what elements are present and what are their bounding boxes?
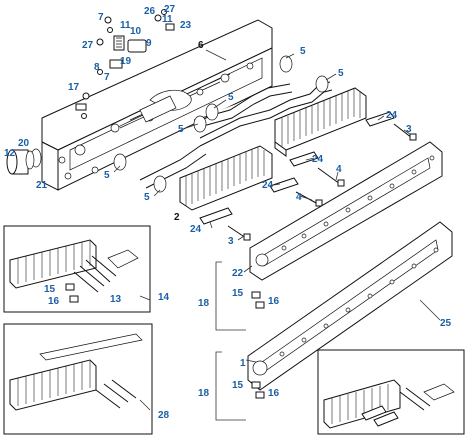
callout-13: 13 [110, 294, 122, 305]
callout-24-lower: 24 [190, 224, 202, 235]
kit-panel-14 [3, 225, 151, 313]
callout-1: 1 [240, 358, 246, 369]
callout-23: 23 [180, 20, 192, 31]
gasket-22 [249, 141, 443, 281]
callout-27-left: 27 [82, 40, 94, 51]
callout-9: 9 [146, 38, 152, 49]
relief-valve-fittings [75, 9, 175, 119]
callout-4-b: 4 [296, 192, 302, 203]
callout-16-b: 16 [268, 388, 280, 399]
callout-20: 20 [18, 138, 30, 149]
callout-labels: 26 27 7 11 11 23 10 9 27 6 19 8 7 17 5 5… [4, 4, 452, 421]
callout-18-a: 18 [198, 298, 210, 309]
callout-11-left: 11 [120, 20, 131, 31]
callout-17: 17 [68, 82, 80, 93]
leader-lines [113, 49, 441, 411]
kit-panel-28 [3, 323, 153, 435]
callout-15-b: 15 [232, 380, 244, 391]
callout-16-panel: 16 [48, 296, 60, 307]
callout-28: 28 [158, 410, 170, 421]
callout-4-a: 4 [336, 164, 342, 175]
cooler-core-upper [274, 87, 367, 157]
cooler-core-lower [179, 145, 273, 211]
filter-plug-assembly [6, 148, 42, 175]
callout-7-mid: 7 [104, 72, 110, 83]
callout-5-c: 5 [228, 92, 234, 103]
callout-5-a: 5 [300, 46, 306, 57]
callout-16-a: 16 [268, 296, 280, 307]
callout-24-b: 24 [312, 154, 324, 165]
callout-3-a: 3 [406, 124, 412, 135]
oil-cooler-housing [41, 19, 273, 191]
callout-18-b: 18 [198, 388, 210, 399]
callout-5-e: 5 [104, 170, 110, 181]
callout-5-b: 5 [338, 68, 344, 79]
callout-5-f: 5 [144, 192, 150, 203]
callout-14: 14 [158, 292, 170, 303]
callout-27-top: 27 [164, 4, 176, 15]
callout-24-c: 24 [262, 180, 274, 191]
callout-15-panel: 15 [44, 284, 56, 295]
callout-25: 25 [440, 318, 452, 329]
callout-26: 26 [144, 6, 156, 17]
callout-6: 6 [198, 40, 204, 51]
callout-8-top: 8 [94, 62, 100, 73]
plugs-15-16 [251, 291, 265, 399]
callout-15-a: 15 [232, 288, 244, 299]
callout-2: 2 [174, 212, 180, 223]
group-brackets [215, 261, 246, 421]
oil-transfer-tubes [113, 55, 333, 193]
gasket-25 [247, 221, 453, 391]
callout-24-a: 24 [386, 110, 398, 121]
callout-10: 10 [130, 26, 142, 37]
callout-12: 12 [4, 148, 16, 159]
callout-22: 22 [232, 268, 244, 279]
callout-21: 21 [36, 180, 48, 191]
callout-5-d: 5 [178, 124, 184, 135]
callout-3-b: 3 [228, 236, 234, 247]
callout-19: 19 [120, 56, 132, 67]
kit-panel-lower-right [317, 349, 465, 435]
callout-7-top: 7 [98, 12, 104, 23]
callout-11-right: 11 [162, 14, 173, 25]
